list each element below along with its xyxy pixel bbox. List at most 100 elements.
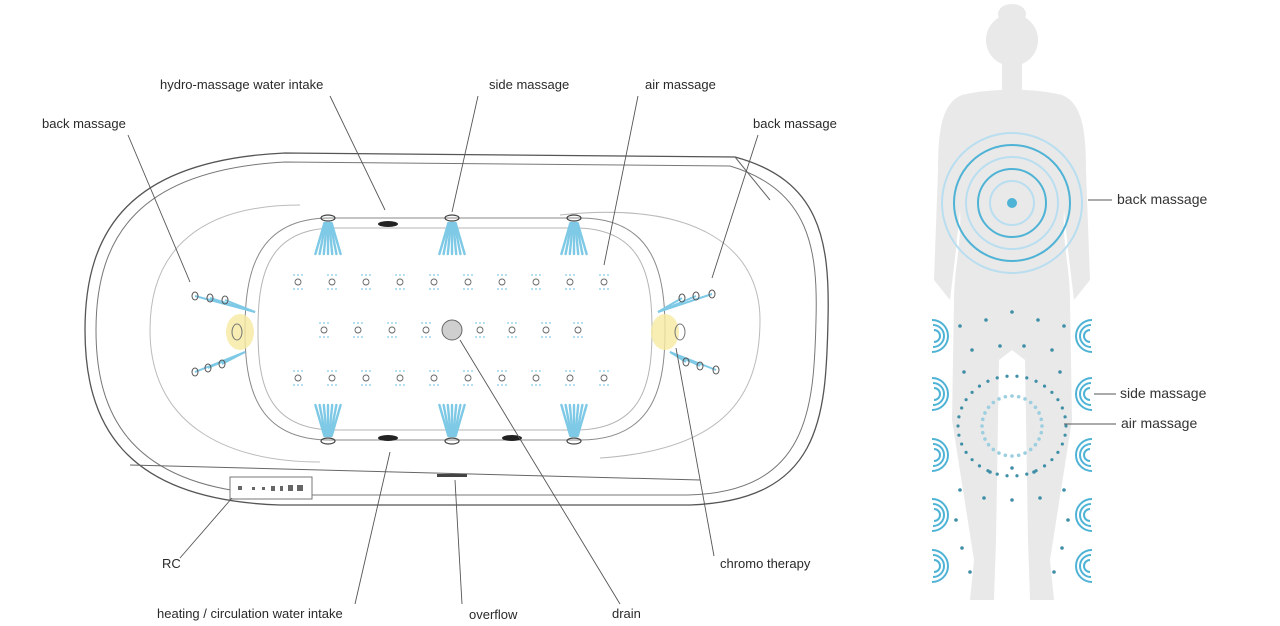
back-jet-nozzle xyxy=(692,291,700,301)
side-wave-right xyxy=(1079,554,1092,578)
air-dot xyxy=(1060,546,1064,550)
side-wave-left xyxy=(932,382,945,406)
jet-ray xyxy=(329,221,338,256)
air-massage-nozzles xyxy=(293,274,609,386)
air-dot xyxy=(1033,442,1038,447)
heating-intake-2 xyxy=(502,435,522,441)
side-jet xyxy=(438,214,466,256)
air-nozzle xyxy=(497,274,507,290)
label-heating-circulation-water-intake: heating / circulation water intake xyxy=(157,606,343,621)
back-jet-stream xyxy=(657,297,683,313)
side-wave-right xyxy=(1075,438,1093,472)
back-jet xyxy=(218,351,246,369)
air-dot xyxy=(1052,570,1056,574)
jet-ray xyxy=(453,403,462,438)
back-jet-nozzle xyxy=(696,361,704,371)
air-dot xyxy=(1036,318,1040,322)
jet-ray xyxy=(568,221,574,256)
air-dot xyxy=(970,458,974,462)
air-nozzle xyxy=(531,274,541,290)
air-massage-dots xyxy=(954,310,1070,574)
jet-ray xyxy=(446,221,452,256)
jet-ray xyxy=(322,403,328,438)
air-dot xyxy=(1023,397,1027,401)
air-dot xyxy=(983,437,987,441)
air-dot xyxy=(957,415,961,419)
back-jet-stream xyxy=(224,299,256,313)
air-dot xyxy=(995,376,999,380)
back-jet-nozzle xyxy=(191,367,199,377)
air-nozzle xyxy=(429,370,439,386)
air-dot xyxy=(1056,450,1060,454)
massage-ring xyxy=(953,144,1071,262)
figure-label-side-massage: side massage xyxy=(1120,385,1207,401)
back-massage-jets xyxy=(191,289,720,377)
air-nozzle xyxy=(463,370,473,386)
chromo-light-right xyxy=(651,314,679,350)
air-nozzle xyxy=(361,274,371,290)
air-dot xyxy=(1016,453,1021,458)
air-dot xyxy=(1062,488,1066,492)
jet-nozzle xyxy=(320,437,336,445)
side-jet xyxy=(560,214,588,256)
air-dot xyxy=(1060,406,1064,410)
air-nozzle xyxy=(475,322,485,338)
jet-ray xyxy=(564,221,573,256)
air-dot xyxy=(977,464,982,468)
air-dot xyxy=(1025,376,1029,380)
side-wave-right xyxy=(1079,324,1092,348)
side-jet xyxy=(314,403,342,445)
jet-ray xyxy=(330,403,342,438)
air-nozzle xyxy=(531,370,541,386)
jet-ray xyxy=(574,221,580,256)
back-jet-nozzle xyxy=(191,291,199,301)
air-nozzle xyxy=(421,322,431,338)
air-dot xyxy=(1066,518,1070,522)
side-massage-waves xyxy=(931,319,1093,583)
air-dot xyxy=(1062,324,1066,328)
air-dot xyxy=(960,406,964,410)
air-dot xyxy=(1022,344,1026,348)
jet-ray xyxy=(318,221,327,256)
heating-intake-1 xyxy=(378,435,398,441)
back-jet-nozzle xyxy=(204,363,212,373)
side-wave-left xyxy=(932,443,945,467)
air-dot xyxy=(998,344,1002,348)
air-nozzle xyxy=(429,274,439,290)
air-nozzle xyxy=(395,274,405,290)
side-wave-right xyxy=(1079,503,1092,527)
massage-ring xyxy=(941,132,1083,274)
air-dot xyxy=(1040,424,1044,428)
label-back-massage-right: back massage xyxy=(753,116,837,131)
air-dot xyxy=(1056,398,1060,402)
air-nozzle xyxy=(599,370,609,386)
side-wave-left xyxy=(932,324,945,348)
jet-ray xyxy=(328,403,334,438)
jet-ray xyxy=(560,221,572,256)
jet-ray xyxy=(576,221,588,256)
air-dot xyxy=(1033,405,1038,410)
back-jet-nozzle xyxy=(712,365,720,375)
air-nozzle xyxy=(327,370,337,386)
jet-nozzle xyxy=(566,214,582,222)
side-wave-left xyxy=(932,554,945,578)
air-dot xyxy=(1028,400,1033,405)
air-nozzle xyxy=(293,370,303,386)
water-intakes xyxy=(378,221,522,441)
back-jet-nozzle xyxy=(206,293,214,303)
air-dot xyxy=(1058,370,1062,374)
air-dot xyxy=(988,470,992,474)
side-wave-left xyxy=(932,503,945,527)
label-drain: drain xyxy=(612,606,641,621)
air-nozzle xyxy=(565,274,575,290)
back-jet xyxy=(221,295,256,313)
side-wave-left xyxy=(931,498,949,532)
air-nozzle xyxy=(541,322,551,338)
side-jet xyxy=(314,214,342,256)
air-dot xyxy=(956,424,960,428)
air-dot xyxy=(1005,374,1009,378)
air-nozzle xyxy=(463,274,473,290)
side-wave-left xyxy=(933,508,941,522)
jet-ray xyxy=(329,403,338,438)
air-dot xyxy=(1003,394,1008,399)
